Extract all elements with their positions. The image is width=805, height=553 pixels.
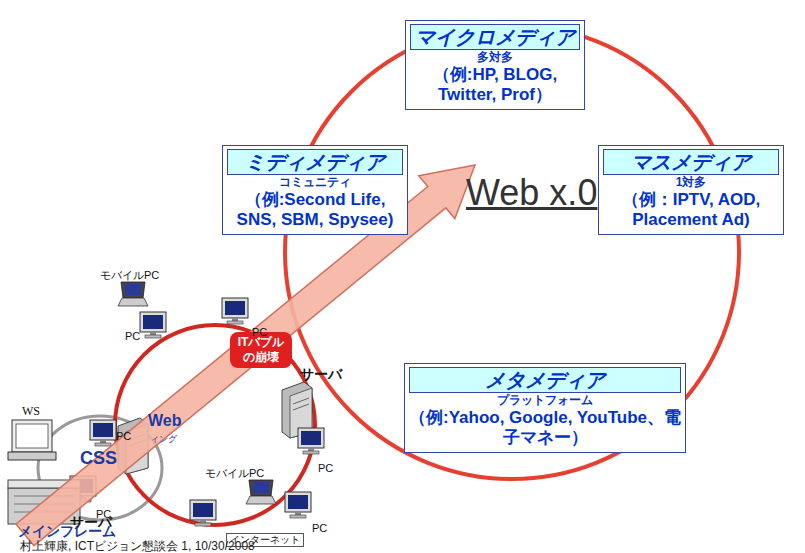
media-examples: （例:HP, BLOG, Twitter, Prof） xyxy=(410,65,580,105)
media-examples: （例:Yahoo, Google, YouTube、電子マネー） xyxy=(409,408,681,448)
node-text: ITバブルの崩壊 xyxy=(232,335,290,365)
media-type: コミュニティ xyxy=(227,175,403,190)
device-label: PC xyxy=(318,462,333,474)
device-label: モバイルPC xyxy=(100,268,159,283)
media-examples: （例：IPTV, AOD, Placement Ad) xyxy=(603,190,779,230)
device-label: WS xyxy=(22,404,40,419)
media-box: ミディメディアコミュニティ（例:Second Life, SNS, SBM, S… xyxy=(222,145,408,235)
device-label: PC xyxy=(252,326,267,338)
media-examples: （例:Second Life, SNS, SBM, Spysee) xyxy=(227,190,403,230)
media-type: 多対多 xyxy=(410,50,580,65)
media-heading: メタメディア xyxy=(409,367,681,393)
group-label: CSS xyxy=(80,448,117,469)
group-label: ィング xyxy=(150,433,177,446)
media-heading: ミディメディア xyxy=(227,149,403,175)
media-type: プラットフォーム xyxy=(409,393,681,408)
media-box: メタメディアプラットフォーム（例:Yahoo, Google, YouTube、… xyxy=(404,363,686,453)
workstation xyxy=(8,420,56,460)
device-label: PC xyxy=(116,430,131,442)
group-label: Web xyxy=(148,412,181,430)
media-heading: マスメディア xyxy=(603,149,779,175)
media-heading: マイクロメディア xyxy=(410,24,580,50)
device-label: サーバ xyxy=(300,366,342,384)
device-label: PC xyxy=(125,330,140,342)
media-type: 1対多 xyxy=(603,175,779,190)
device-label: メインフレーム xyxy=(18,523,116,541)
center-title: Web x.0 xyxy=(466,172,597,214)
device-label: PC xyxy=(312,522,327,534)
media-box: マイクロメディア多対多（例:HP, BLOG, Twitter, Prof） xyxy=(405,20,585,110)
device-label: モバイルPC xyxy=(205,466,264,481)
media-box: マスメディア1対多（例：IPTV, AOD, Placement Ad) xyxy=(598,145,784,235)
caption: 村上輝康, ICTビジョン懇談会 1, 10/30/2008 xyxy=(20,538,255,553)
